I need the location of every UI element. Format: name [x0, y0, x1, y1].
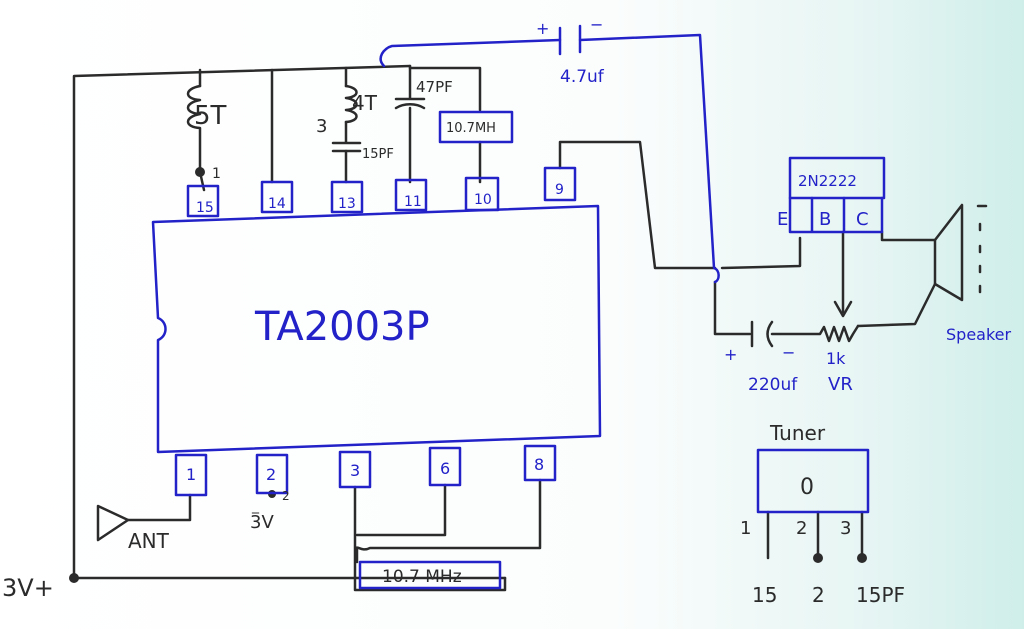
tuner-conn-15pf: 15PF [856, 583, 905, 607]
vr-label: VR [828, 374, 853, 395]
cap-out-wire [713, 280, 752, 336]
pin9-wire [558, 140, 717, 270]
antenna-label: ANT [128, 529, 170, 553]
ic-pin-6-label: 6 [440, 459, 450, 478]
tuner-leg-2-dot [813, 553, 823, 563]
coil-4t-tap-label: 3 [316, 116, 327, 137]
transistor-pin-e: E [777, 209, 788, 230]
cap-top-return-wire [578, 33, 720, 284]
transistor-body [788, 156, 886, 200]
ic-pin-2-box [255, 453, 289, 495]
ic-pin-1-box [174, 453, 208, 497]
cap-out-label: 220uf [748, 375, 798, 395]
ic-pin-3-label: 3 [350, 461, 360, 480]
emitter-wire [720, 236, 802, 270]
ic-pin-9-box [543, 166, 577, 202]
vr-value-label: 1k [826, 349, 846, 368]
tuner-conn-15: 15 [752, 583, 777, 607]
cap-top-plus: + [536, 19, 549, 38]
pin2-tap-label: 2 [282, 489, 290, 503]
collector-wire [880, 230, 937, 242]
vr-wiper-arrow [833, 300, 853, 318]
cap-out-minus: − [782, 343, 795, 362]
cap-top-wire [379, 38, 562, 68]
cap-out-plate-right [766, 320, 774, 348]
ic-pin-11-label: 11 [404, 194, 422, 210]
cap-47pf-label: 47PF [416, 78, 453, 96]
ic-pin-6-box [428, 446, 462, 487]
ic-pin-14-box [260, 180, 294, 214]
ic-name: TA2003P [254, 304, 430, 350]
transistor-pin-c: C [856, 209, 869, 230]
ic-pin-10-box [464, 176, 500, 212]
ic-pin-8-box [523, 444, 557, 482]
ic-pin-2-label: 2 [266, 465, 276, 484]
tuner-leg-3-dot [857, 553, 867, 563]
filter-top-box [438, 110, 514, 144]
tuner-pin-3: 3 [840, 518, 851, 539]
filter-bottom-label: 10.7 MHz [382, 567, 462, 587]
transistor-pin-b: B [819, 209, 831, 230]
wiring-black [69, 64, 988, 592]
ic-pin-9-label: 9 [555, 182, 564, 198]
tuner-conn-2: 2 [812, 583, 825, 607]
tuner-title: Tuner [769, 421, 826, 445]
coil-5t [186, 84, 202, 174]
labels: TA2003P 15 14 13 11 10 9 1 2 3 6 8 5T 1 … [2, 15, 1012, 607]
pin2-supply-bar: _ [251, 498, 260, 514]
ic-pin-3-box [338, 450, 372, 489]
ic-pin-1-label: 1 [186, 465, 196, 484]
supply-rail-wire [72, 64, 412, 580]
pin3-wire [353, 485, 507, 592]
cap-top-label: 4.7uf [560, 67, 605, 87]
tuner-knob: 0 [800, 475, 814, 500]
coil-5t-label: 5T [194, 101, 227, 131]
ic-pin-11-box [394, 178, 428, 212]
filter-bottom-box [358, 560, 502, 590]
ic-pin-13-label: 13 [338, 196, 356, 212]
speaker-label: Speaker [946, 325, 1012, 344]
wiring-blue [151, 24, 886, 590]
speaker-return-wire [856, 282, 937, 328]
tuner-pin-2: 2 [796, 518, 807, 539]
ic-body [151, 204, 602, 454]
supply-node-dot [69, 573, 79, 583]
cap-47pf-plate-bottom [394, 103, 426, 110]
filter-top-label: 10.7MH [446, 121, 496, 136]
coil-5t-tap-label: 1 [212, 166, 221, 182]
ic-pin-13-box [330, 180, 364, 214]
cap-out-plus: + [724, 345, 737, 364]
vr-resistor [770, 324, 860, 343]
ic-pin-14-label: 14 [268, 196, 286, 212]
ic-pin-15-label: 15 [196, 200, 214, 216]
supply-label: 3V+ [2, 574, 54, 602]
speaker-cone [933, 203, 964, 302]
pin6-wire [355, 483, 447, 537]
filter-top-wire [408, 66, 482, 112]
pin2-supply-label: 3V [250, 512, 274, 533]
coil-4t-label: 4T [352, 91, 378, 115]
cap-top-minus: − [590, 15, 603, 34]
transistor-label: 2N2222 [798, 172, 857, 190]
ic-pin-8-label: 8 [534, 455, 544, 474]
tuner-pin-1: 1 [740, 518, 751, 539]
transistor-legs [788, 196, 884, 234]
ic-pin-10-label: 10 [474, 192, 492, 208]
pin1-antenna-wire [126, 493, 192, 522]
ic-pin-15-box [186, 184, 220, 218]
antenna-symbol [96, 504, 130, 542]
coil-4t [344, 84, 358, 124]
pin8-wire [354, 478, 542, 551]
tuner-box [756, 448, 870, 514]
cap-15pf-label: 15PF [362, 147, 394, 162]
